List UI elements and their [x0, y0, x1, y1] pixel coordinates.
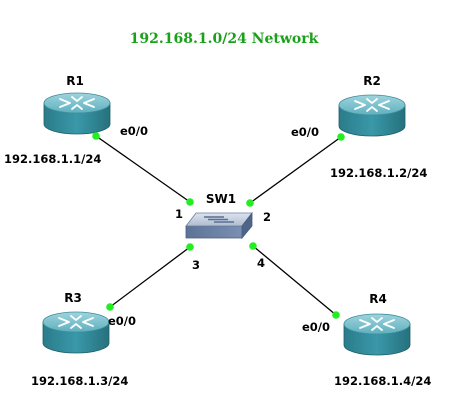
router-r4-interface: e0/0 — [302, 320, 330, 334]
router-r3-name: R3 — [64, 291, 82, 305]
switch-port-1: 1 — [175, 207, 183, 221]
port-dot-sw1-2 — [246, 199, 254, 207]
switch-icon[interactable] — [185, 211, 253, 240]
port-dot-r2 — [337, 133, 345, 141]
port-dot-sw1-3 — [186, 243, 194, 251]
link-r4-sw1 — [252, 245, 337, 316]
port-dot-sw1-1 — [186, 198, 194, 206]
link-r3-sw1 — [109, 246, 191, 308]
router-r1-ip: 192.168.1.1/24 — [4, 152, 101, 166]
router-r2-name: R2 — [363, 74, 381, 88]
router-r3-ip: 192.168.1.3/24 — [31, 374, 128, 388]
router-r4-ip: 192.168.1.4/24 — [334, 374, 431, 388]
router-r3-interface: e0/0 — [108, 314, 136, 328]
port-dot-r4 — [332, 311, 340, 319]
router-r4-name: R4 — [369, 292, 387, 306]
router-icon[interactable] — [338, 94, 406, 137]
port-dot-r3 — [106, 303, 114, 311]
switch-port-4: 4 — [257, 256, 265, 270]
router-r2-interface: e0/0 — [291, 125, 319, 139]
router-r2-ip: 192.168.1.2/24 — [330, 166, 427, 180]
router-icon[interactable] — [43, 92, 111, 135]
link-r2-sw1 — [249, 136, 342, 204]
port-dot-r1 — [92, 132, 100, 140]
switch-port-3: 3 — [192, 258, 200, 272]
router-r1-interface: e0/0 — [120, 124, 148, 138]
router-icon[interactable] — [343, 313, 411, 356]
switch-port-2: 2 — [263, 210, 271, 224]
switch-name: SW1 — [206, 192, 236, 206]
router-r1-name: R1 — [66, 74, 84, 88]
diagram-title: 192.168.1.0/24 Network — [130, 31, 319, 47]
links — [95, 135, 342, 316]
router-icon[interactable] — [42, 311, 110, 354]
port-dots — [92, 132, 345, 319]
port-dot-sw1-4 — [249, 242, 257, 250]
link-r1-sw1 — [95, 135, 191, 203]
